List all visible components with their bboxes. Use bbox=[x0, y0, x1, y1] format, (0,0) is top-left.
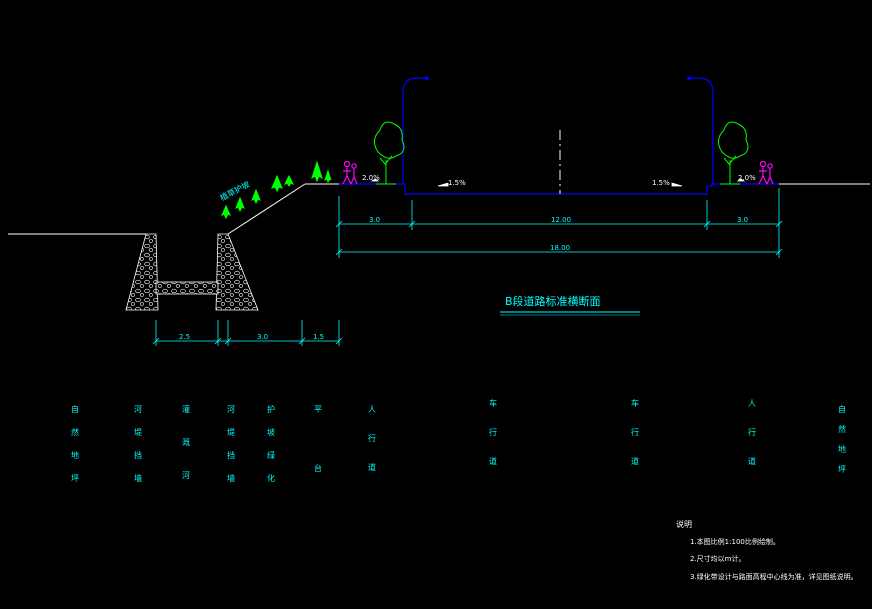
zone-label-char: 行 bbox=[489, 427, 497, 437]
slope-right-lane: 1.5% bbox=[652, 179, 670, 187]
zone-label-char: 然 bbox=[71, 427, 79, 437]
zone-label-char: 堤 bbox=[134, 427, 142, 437]
pedestrian-icon bbox=[342, 160, 358, 185]
zone-label-char: 行 bbox=[368, 433, 376, 443]
zone-label-char: 道 bbox=[631, 456, 639, 466]
slope-left-sidewalk: 2.0% bbox=[362, 174, 380, 182]
zone-label-char: 道 bbox=[748, 456, 756, 466]
zone-label-char: 地 bbox=[838, 444, 846, 454]
zone-label-char: 护 bbox=[267, 404, 275, 414]
dim-ditch-b: 3.0 bbox=[257, 333, 268, 341]
drawing-title: B段道路标准横断面 bbox=[505, 294, 601, 308]
dim-sidewalk-right: 3.0 bbox=[737, 216, 748, 224]
dim-sidewalk-left: 3.0 bbox=[369, 216, 380, 224]
zone-label-char: 道 bbox=[489, 456, 497, 466]
dim-ditch-a: 2.5 bbox=[179, 333, 190, 341]
notes-heading: 说明 bbox=[676, 519, 692, 529]
zone-label-char: 道 bbox=[368, 462, 376, 472]
zone-label-char: 自 bbox=[838, 404, 846, 414]
zone-label-char: 行 bbox=[748, 427, 756, 437]
slope-shrubs bbox=[220, 160, 332, 220]
zone-label-char: 绿 bbox=[267, 451, 275, 460]
slope-marks bbox=[370, 178, 746, 187]
zone-label-char: 溉 bbox=[182, 438, 190, 447]
zone-label-char: 车 bbox=[489, 398, 497, 408]
tree-icon bbox=[718, 121, 749, 185]
zone-label-char: 河 bbox=[227, 404, 235, 414]
zone-label-char: 堤 bbox=[227, 427, 235, 437]
slope-left-lane: 1.5% bbox=[448, 179, 466, 187]
slope-right-sidewalk: 2.0% bbox=[738, 174, 756, 182]
embankment-note: 植草护坡 bbox=[218, 179, 251, 203]
zone-label-char: 台 bbox=[314, 463, 322, 473]
ditch-bed bbox=[155, 281, 219, 295]
zone-label-char: 自 bbox=[71, 404, 79, 414]
dim-ditch-c: 1.5 bbox=[313, 333, 324, 341]
retaining-wall-left bbox=[125, 233, 159, 311]
zone-label-char: 地 bbox=[71, 450, 79, 460]
retaining-wall-right bbox=[215, 233, 259, 311]
zone-label-char: 墙 bbox=[134, 473, 142, 483]
zone-label-char: 灌 bbox=[182, 404, 190, 414]
zone-label-char: 河 bbox=[134, 404, 142, 414]
street-lamp-left bbox=[402, 76, 429, 184]
dimension-lines bbox=[335, 188, 783, 258]
note-item: 3.绿化带设计与路面高程中心线为准，详见图纸说明。 bbox=[690, 572, 858, 581]
zone-label-char: 墙 bbox=[227, 473, 235, 483]
note-item: 1.本图比例1:100比例绘制。 bbox=[690, 537, 780, 546]
note-item: 2.尺寸均以m计。 bbox=[690, 554, 746, 563]
zone-label-char: 人 bbox=[748, 399, 756, 408]
zone-label-char: 坪 bbox=[838, 465, 846, 474]
zone-label-char: 坪 bbox=[71, 474, 79, 483]
pedestrian-icon bbox=[758, 160, 774, 185]
zone-label-char: 挡 bbox=[134, 450, 142, 460]
road-profile bbox=[339, 183, 779, 195]
zone-label-char: 然 bbox=[838, 424, 846, 434]
dim-carriageway: 12.00 bbox=[551, 216, 571, 224]
zone-label-char: 平 bbox=[314, 405, 322, 414]
ditch-dimension-lines bbox=[152, 320, 343, 346]
zone-label-char: 化 bbox=[267, 473, 275, 483]
zone-label-char: 车 bbox=[631, 398, 639, 408]
ditch bbox=[125, 233, 259, 311]
tree-icon bbox=[374, 121, 405, 185]
dim-total: 18.00 bbox=[550, 244, 570, 252]
zone-label-char: 行 bbox=[631, 427, 639, 437]
embankment-slope bbox=[227, 183, 306, 235]
zone-label-char: 挡 bbox=[227, 450, 235, 460]
zone-label-char: 坡 bbox=[267, 427, 275, 437]
zone-label-char: 河 bbox=[182, 470, 190, 480]
road-section bbox=[339, 183, 779, 195]
zone-label-char: 人 bbox=[368, 405, 376, 414]
street-lamp-right bbox=[687, 76, 714, 184]
